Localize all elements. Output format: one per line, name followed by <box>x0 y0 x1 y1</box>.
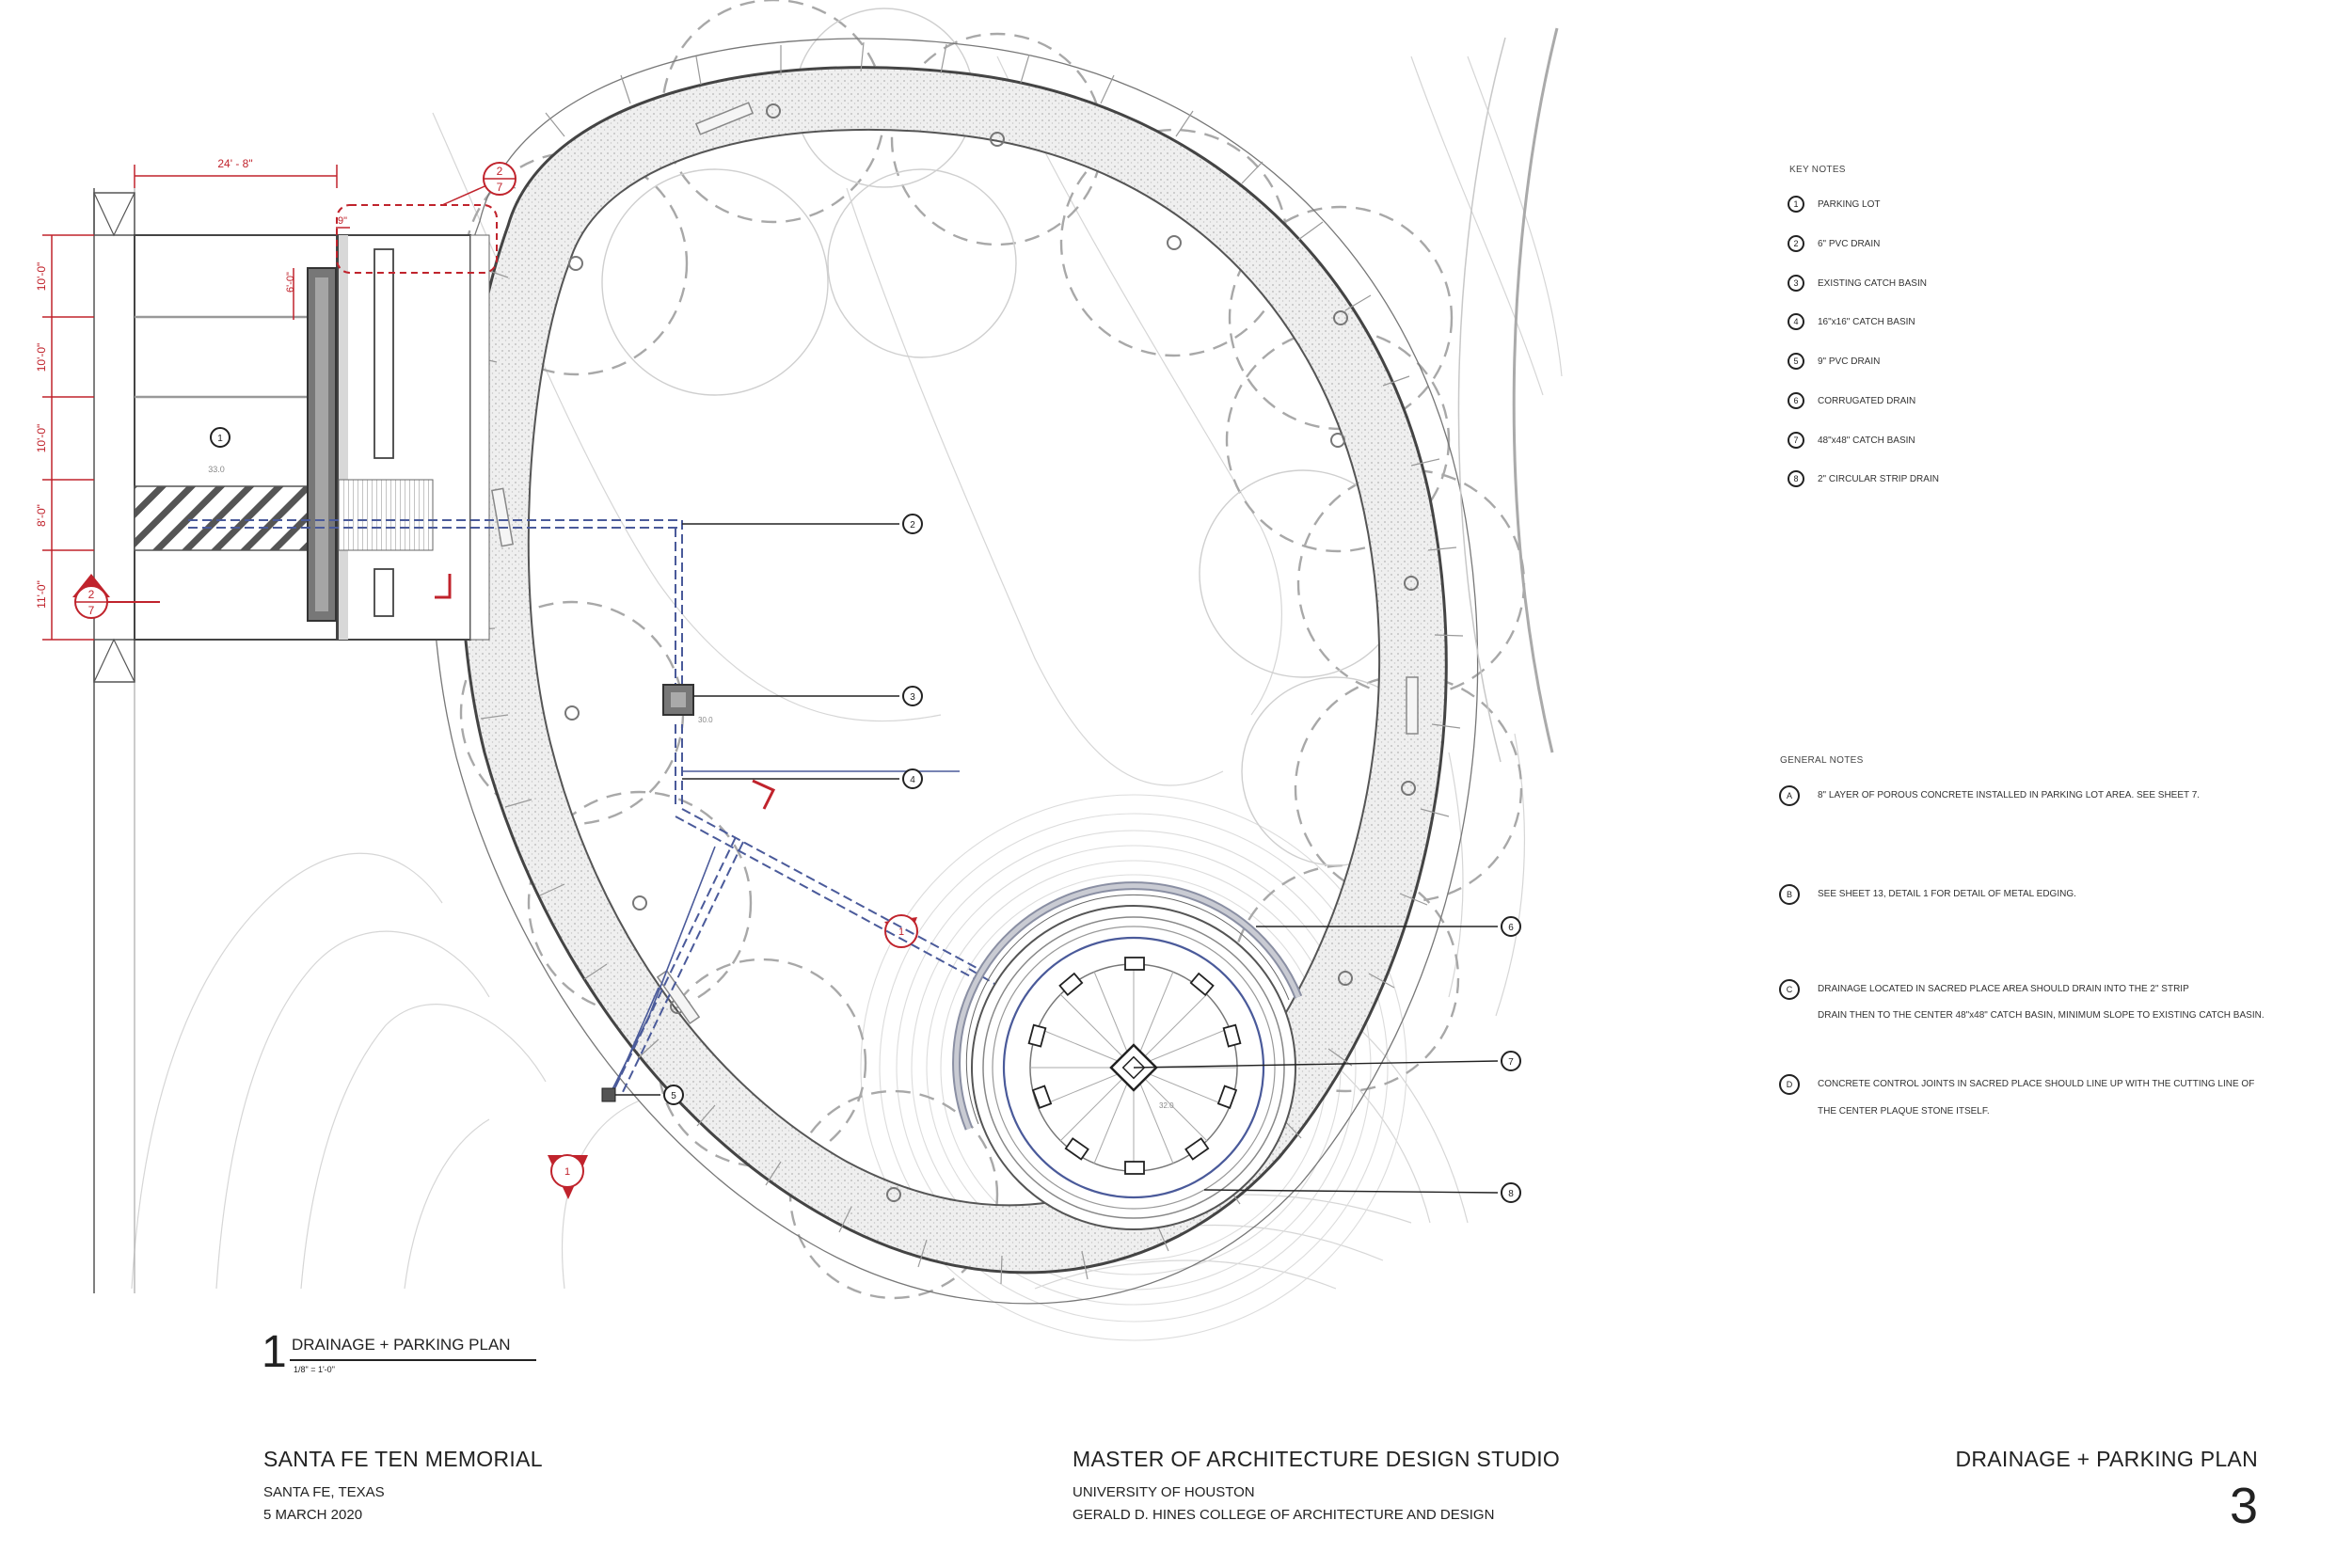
key-note-5: 5 9" PVC DRAIN <box>1788 353 1880 370</box>
callout-2: 2 <box>910 520 915 531</box>
section-marker-path-num: 1 <box>898 927 904 938</box>
key-note-text: 48"x48" CATCH BASIN <box>1818 435 1915 446</box>
key-note-text: CORRUGATED DRAIN <box>1818 395 1916 406</box>
general-note-c-text-1: DRAINAGE LOCATED IN SACRED PLACE AREA SH… <box>1818 984 2189 994</box>
general-note-c-letter: C <box>1787 985 1793 994</box>
key-note-bubble: 6 <box>1788 392 1804 409</box>
callout-8: 8 <box>1508 1189 1514 1199</box>
dim-top: 24' - 8" <box>217 157 252 170</box>
key-note-text: 2" CIRCULAR STRIP DRAIN <box>1818 473 1939 484</box>
general-note-b-text: SEE SHEET 13, DETAIL 1 FOR DETAIL OF MET… <box>1818 889 2076 899</box>
section-marker-lower-num: 1 <box>564 1166 570 1178</box>
general-note-b-letter: B <box>1787 890 1792 899</box>
general-note-bubbles <box>1779 785 1800 1095</box>
general-note-d-letter: D <box>1787 1080 1793 1089</box>
key-note-3: 3 EXISTING CATCH BASIN <box>1788 275 1927 292</box>
property-edge <box>1457 27 1559 763</box>
key-note-8: 8 2" CIRCULAR STRIP DRAIN <box>1788 470 1939 487</box>
callout-bubbles <box>210 427 1521 1203</box>
project-name: SANTA FE TEN MEMORIAL <box>263 1447 543 1471</box>
dim-row-1: 10'-0" <box>35 262 48 292</box>
dim-stall: 6'-0" <box>285 272 296 293</box>
general-note-a-letter: A <box>1787 791 1792 800</box>
plan-scale: 1/8" = 1'-0" <box>294 1365 335 1374</box>
key-note-bubble: 4 <box>1788 313 1804 330</box>
key-note-1: 1 PARKING LOT <box>1788 196 1881 213</box>
general-note-a-text: 8" LAYER OF POROUS CONCRETE INSTALLED IN… <box>1818 790 2201 800</box>
key-note-2: 2 6" PVC DRAIN <box>1788 235 1880 252</box>
key-note-text: 16"x16" CATCH BASIN <box>1818 316 1915 327</box>
section-marker-parking <box>72 574 160 619</box>
callout-leaders <box>615 523 1499 1194</box>
key-note-text: 6" PVC DRAIN <box>1818 238 1881 249</box>
center-elevation-label: 32.0 <box>1159 1101 1174 1110</box>
key-note-bubble: 8 <box>1788 470 1804 487</box>
key-note-6: 6 CORRUGATED DRAIN <box>1788 392 1915 409</box>
general-notes-heading: GENERAL NOTES <box>1780 755 1864 766</box>
general-note-d-text-2: THE CENTER PLAQUE STONE ITSELF. <box>1818 1106 1990 1117</box>
callout-3: 3 <box>910 692 915 703</box>
title-block-project: SANTA FE TEN MEMORIAL SANTA FE, TEXAS 5 … <box>263 1447 543 1527</box>
callout-6: 6 <box>1508 923 1514 933</box>
key-notes-heading: KEY NOTES <box>1789 165 1846 175</box>
sheet-title: DRAINAGE + PARKING PLAN <box>1955 1447 2258 1471</box>
dim-row-2: 10'-0" <box>35 343 48 372</box>
project-date: 5 MARCH 2020 <box>263 1507 363 1523</box>
spot-elevation-parking: 33.0 <box>208 465 225 474</box>
key-note-bubble: 5 <box>1788 353 1804 370</box>
memorial-markers <box>1027 957 1242 1175</box>
key-note-text: PARKING LOT <box>1818 198 1881 210</box>
section-marker-top <box>483 162 516 196</box>
dim-row-4: 8'-0" <box>35 504 48 527</box>
path-benches <box>491 102 1419 1025</box>
dim-row-5: 11'-0" <box>35 580 48 609</box>
key-note-text: 9" PVC DRAIN <box>1818 356 1881 367</box>
key-note-bubble: 1 <box>1788 196 1804 213</box>
project-location: SANTA FE, TEXAS <box>263 1484 385 1500</box>
key-note-bubble: 3 <box>1788 275 1804 292</box>
general-note-c-text-2: DRAIN THEN TO THE CENTER 48"x48" CATCH B… <box>1818 1010 2265 1021</box>
catch-basin-16 <box>601 1087 616 1102</box>
plan-number: 1 <box>262 1327 287 1377</box>
callout-4: 4 <box>910 775 915 785</box>
plan-name: DRAINAGE + PARKING PLAN <box>292 1336 511 1354</box>
plan-title-rule <box>290 1359 536 1361</box>
section-marker-parking-num: 2 <box>88 588 95 601</box>
callout-1: 1 <box>217 434 223 444</box>
section-marker-top-num: 2 <box>497 165 503 178</box>
key-note-bubble: 7 <box>1788 432 1804 449</box>
college-name: GERALD D. HINES COLLEGE OF ARCHITECTURE … <box>1073 1507 1495 1523</box>
key-note-4: 4 16"x16" CATCH BASIN <box>1788 313 1915 330</box>
dim-small: 9" <box>338 215 347 227</box>
dimension-lines <box>42 165 350 641</box>
sheet-number: 3 <box>2229 1478 2258 1534</box>
key-note-7: 7 48"x48" CATCH BASIN <box>1788 432 1915 449</box>
title-block-sheet: DRAINAGE + PARKING PLAN <box>1955 1447 2258 1472</box>
section-marker-lower <box>548 1154 588 1199</box>
key-note-text: EXISTING CATCH BASIN <box>1818 277 1927 289</box>
callout-5: 5 <box>671 1091 676 1101</box>
general-note-d-text-1: CONCRETE CONTROL JOINTS IN SACRED PLACE … <box>1818 1079 2255 1089</box>
studio-name: MASTER OF ARCHITECTURE DESIGN STUDIO <box>1073 1447 1561 1471</box>
dim-row-3: 10'-0" <box>35 424 48 453</box>
key-note-bubble: 2 <box>1788 235 1804 252</box>
basin-elevation-label: 30.0 <box>698 716 713 724</box>
university-name: UNIVERSITY OF HOUSTON <box>1073 1484 1255 1500</box>
callout-7: 7 <box>1508 1057 1514 1068</box>
title-block-studio: MASTER OF ARCHITECTURE DESIGN STUDIO UNI… <box>1073 1447 1560 1527</box>
section-marker-top-sheet: 7 <box>497 181 503 194</box>
section-marker-parking-sheet: 7 <box>88 604 95 617</box>
